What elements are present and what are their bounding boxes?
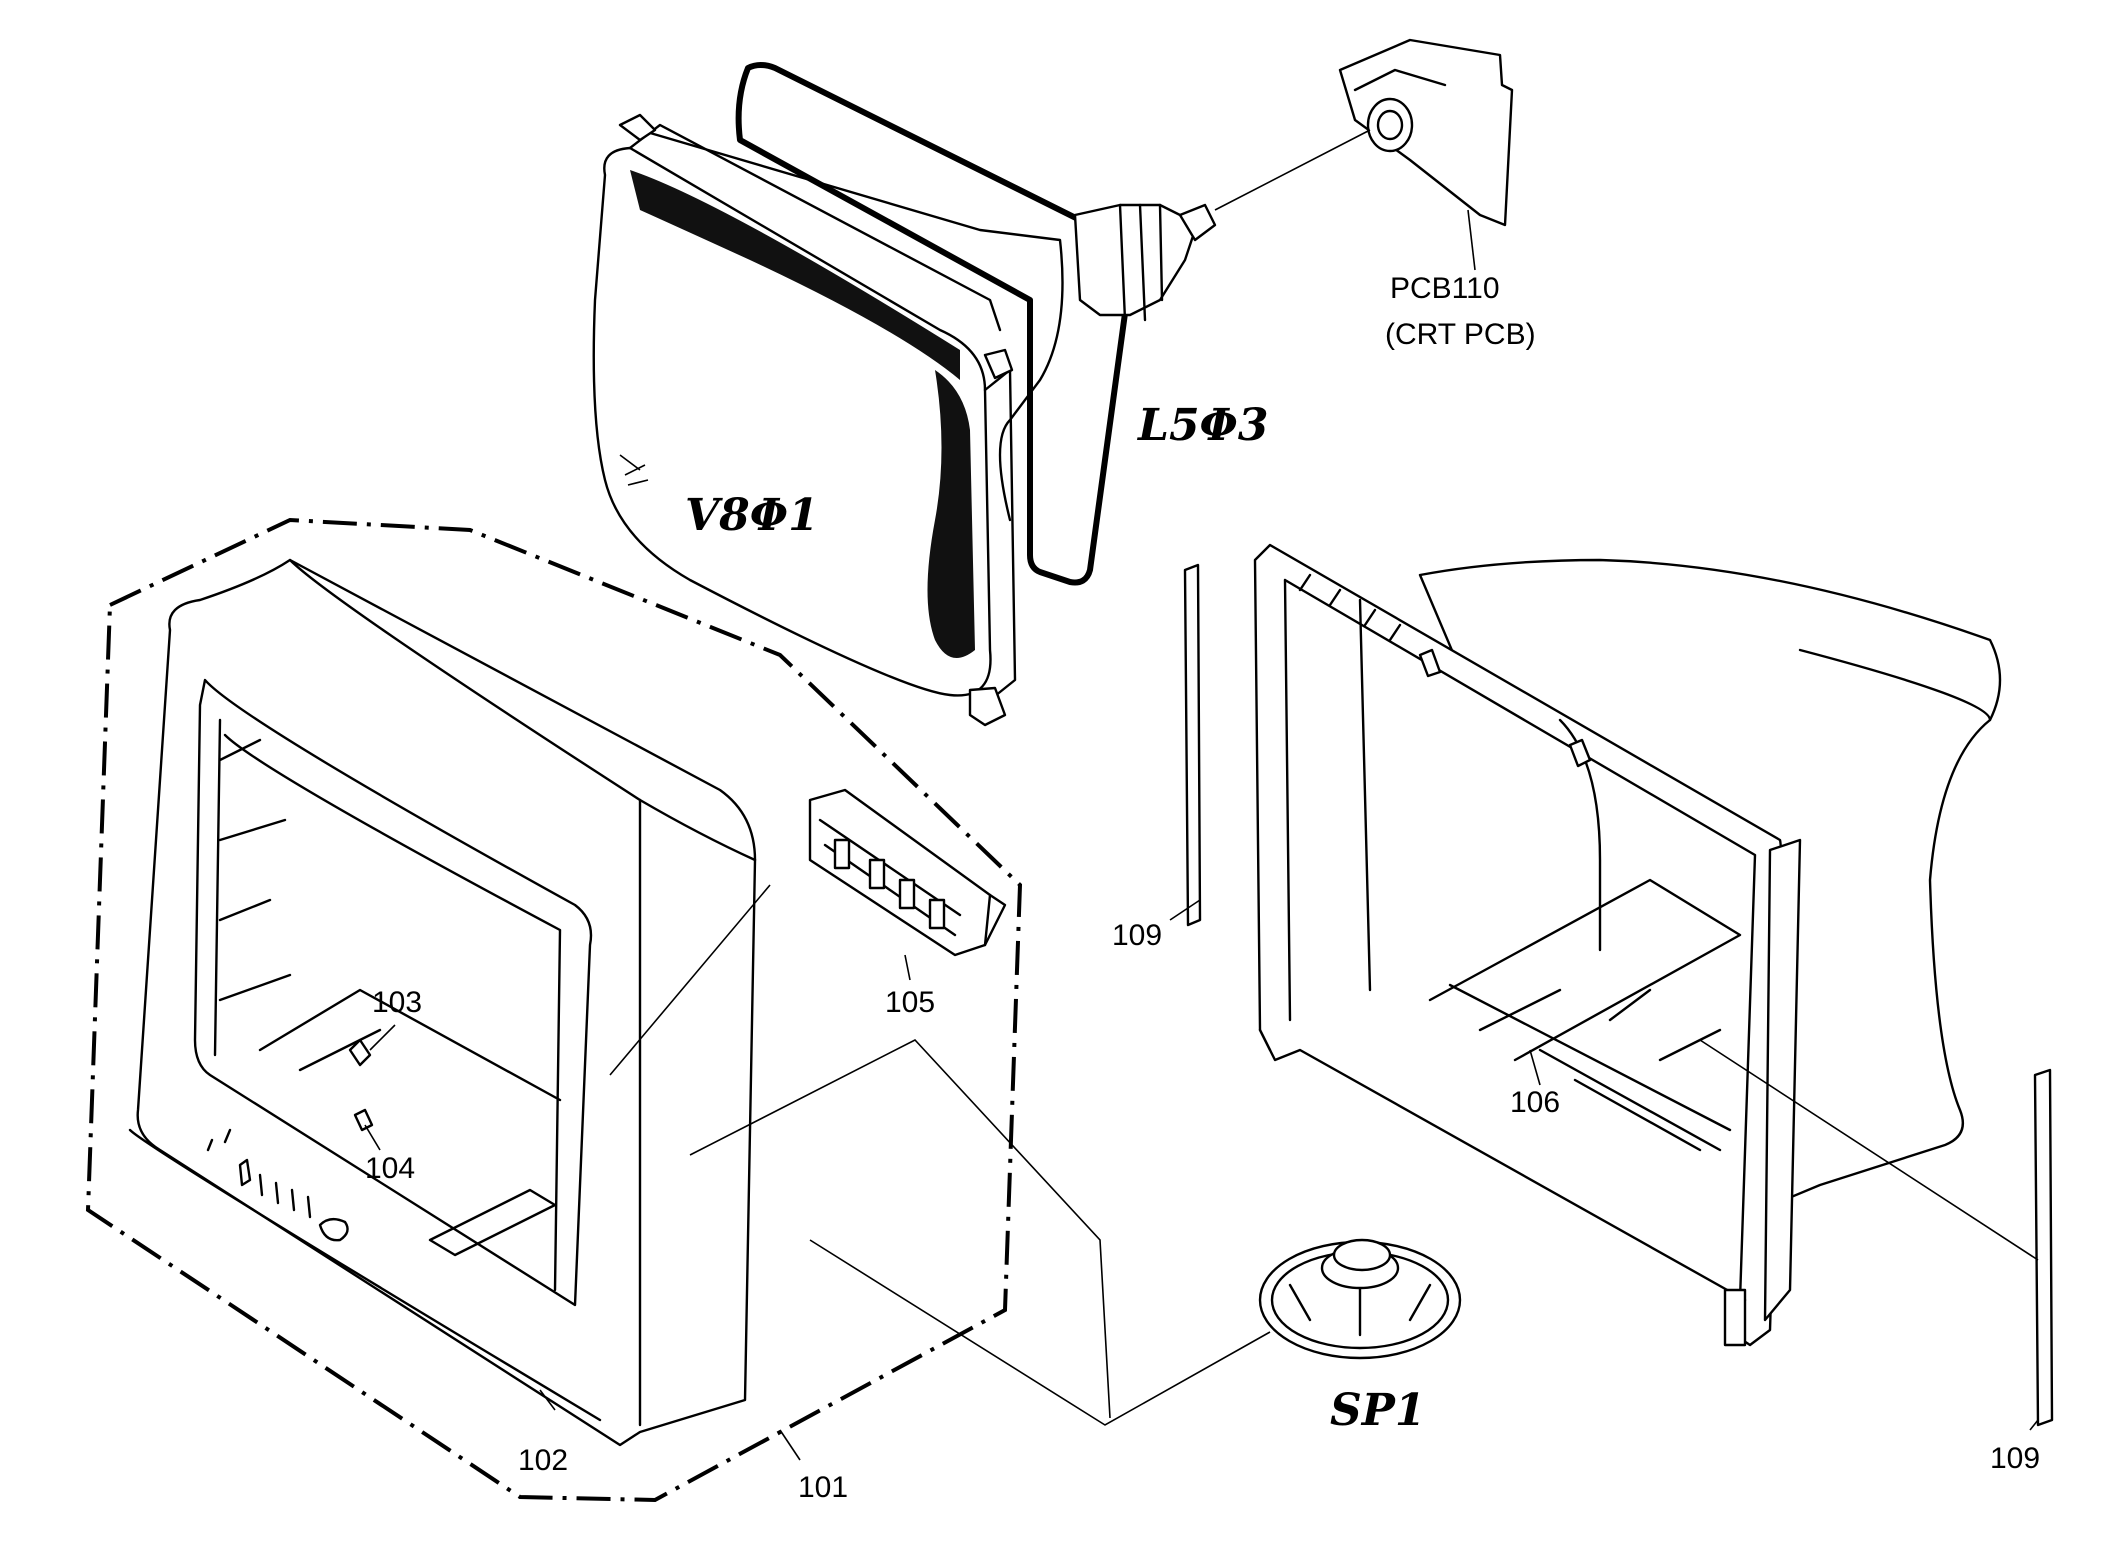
part-104-label: 104 bbox=[365, 1152, 415, 1185]
side-strip-right bbox=[2033, 1068, 2054, 1427]
part-109-left-label: 109 bbox=[1112, 919, 1162, 952]
crt-pcb-desc-label: (CRT PCB) bbox=[1385, 318, 1536, 351]
crt-reference-label: V8Φ1 bbox=[685, 490, 819, 541]
crt-pcb-code-label: PCB110 bbox=[1390, 272, 1500, 305]
part-103-label: 103 bbox=[372, 986, 422, 1019]
speaker-reference-label: SP1 bbox=[1330, 1385, 1425, 1436]
yoke-reference-label: L5Φ3 bbox=[1136, 400, 1269, 451]
speaker: SP1 bbox=[1258, 1238, 1462, 1436]
part-106-label: 106 bbox=[1510, 1086, 1560, 1119]
crt-pcb: PCB110 (CRT PCB) bbox=[1214, 38, 1536, 351]
part-105-label: 105 bbox=[885, 986, 935, 1019]
cabinet-assembly-outline bbox=[85, 517, 1023, 1503]
leader-lines bbox=[364, 884, 2039, 1461]
crt-picture-tube: V8Φ1 bbox=[592, 62, 1217, 727]
rear-cabinet bbox=[1253, 543, 2002, 1347]
side-strip-left bbox=[1183, 563, 1202, 927]
part-102-label: 102 bbox=[518, 1444, 568, 1477]
part-101-label: 101 bbox=[798, 1471, 848, 1504]
part-109-right-label: 109 bbox=[1990, 1442, 2040, 1475]
av-jack-board bbox=[808, 788, 1007, 957]
front-cabinet bbox=[85, 517, 1023, 1503]
